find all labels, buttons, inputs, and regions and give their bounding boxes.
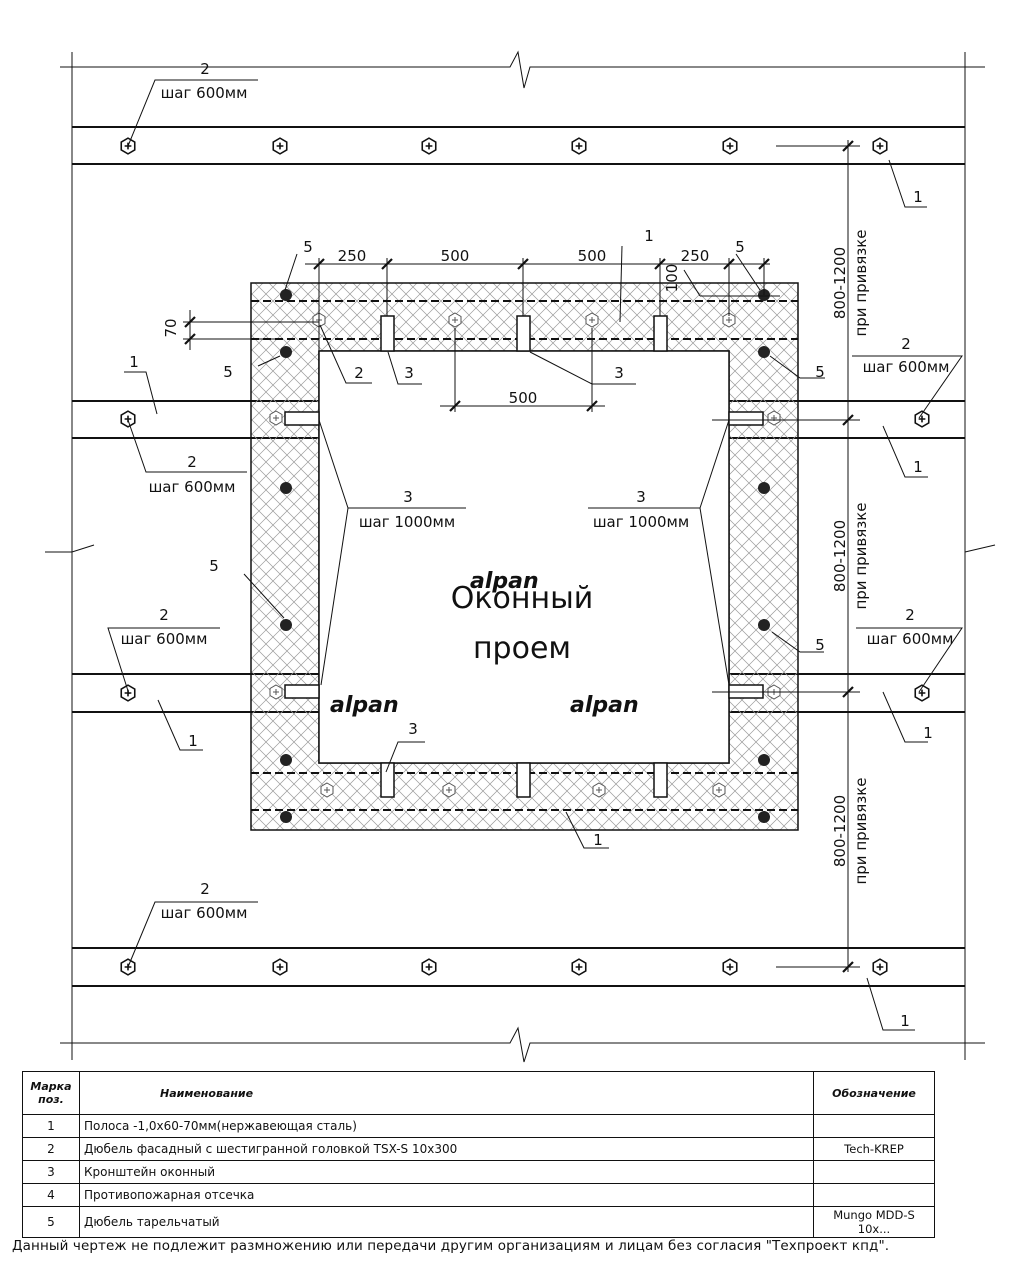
watermark-2: alpan — [330, 693, 399, 718]
row-name: Кронштейн оконный — [79, 1160, 814, 1184]
callout-pos5: 5 — [735, 238, 745, 256]
table-row: 3 Кронштейн оконный — [22, 1160, 935, 1184]
leader-lines — [107, 79, 963, 1031]
table-row: 2 Дюбель фасадный с шестигранной головко… — [22, 1137, 935, 1161]
row-mark: 1 — [22, 1114, 80, 1138]
span-note-1: при привязке — [852, 229, 870, 336]
dim-250-right: 250 — [681, 247, 710, 265]
callout-pos2: 2 — [200, 60, 210, 78]
steel-strip-bottom — [72, 947, 965, 987]
header-name: Наименование — [79, 1071, 814, 1115]
callout-pos3: 3 — [408, 720, 418, 738]
table-row: 5 Дюбель тарельчатый Mungo MDD-S 10x... — [22, 1206, 935, 1238]
window-opening — [318, 350, 730, 764]
callout-pos1: 1 — [644, 227, 654, 245]
dim-500-b: 500 — [578, 247, 607, 265]
row-designation: Tech-KREP — [813, 1137, 935, 1161]
callout-pos2: 2 — [187, 453, 197, 471]
row-designation — [813, 1160, 935, 1184]
callout-step600: шаг 600мм — [161, 904, 248, 922]
callout-pos5: 5 — [223, 363, 233, 381]
callout-pos2: 2 — [354, 364, 364, 382]
span-range-2: 800-1200 — [831, 520, 849, 592]
callout-pos3: 3 — [636, 488, 646, 506]
row-name: Противопожарная отсечка — [79, 1183, 814, 1207]
opening-label-line2: проем — [473, 631, 571, 666]
row-name: Дюбель тарельчатый — [79, 1206, 814, 1238]
callout-pos1: 1 — [913, 458, 923, 476]
dimension-lines — [183, 140, 860, 972]
wall-outline — [45, 50, 996, 1063]
callout-pos5: 5 — [815, 636, 825, 654]
callout-pos2: 2 — [159, 606, 169, 624]
dim-500-inner: 500 — [509, 389, 538, 407]
callout-step600: шаг 600мм — [161, 84, 248, 102]
callout-pos2: 2 — [905, 606, 915, 624]
row-mark: 4 — [22, 1183, 80, 1207]
barrier-strips — [251, 300, 798, 811]
header-mark: Марка поз. — [22, 1071, 80, 1115]
header-designation: Обозначение — [813, 1071, 935, 1115]
callouts: 2 шаг 600мм 1 1 2 шаг 600мм 1 2 шаг 600м… — [121, 60, 954, 1030]
dim-70: 70 — [162, 318, 180, 337]
footer-note: Данный чертеж не подлежит размножению ил… — [12, 1238, 890, 1254]
row-name: Полоса -1,0х60-70мм(нержавеющая сталь) — [79, 1114, 814, 1138]
callout-step1000: шаг 1000мм — [593, 513, 689, 531]
callout-pos2: 2 — [901, 335, 911, 353]
table-row: 4 Противопожарная отсечка — [22, 1183, 935, 1207]
callout-pos1: 1 — [593, 831, 603, 849]
plate-dowels — [280, 289, 770, 823]
row-mark: 3 — [22, 1160, 80, 1184]
facade-drawing: alpan alpan alpan Оконный проем 250 500 … — [45, 50, 996, 1063]
row-designation — [813, 1114, 935, 1138]
row-mark: 5 — [22, 1206, 80, 1238]
callout-pos3: 3 — [403, 488, 413, 506]
span-range-1: 800-1200 — [831, 247, 849, 319]
callout-pos1: 1 — [188, 732, 198, 750]
callout-step600: шаг 600мм — [867, 630, 954, 648]
watermark-3: alpan — [570, 693, 639, 718]
callout-pos2: 2 — [200, 880, 210, 898]
callout-pos5: 5 — [815, 363, 825, 381]
row-name: Дюбель фасадный с шестигранной головкой … — [79, 1137, 814, 1161]
opening-label-line1: Оконный — [451, 581, 594, 616]
row-mark: 2 — [22, 1137, 80, 1161]
callout-step600: шаг 600мм — [121, 630, 208, 648]
span-note-2: при привязке — [852, 502, 870, 609]
dim-500-a: 500 — [441, 247, 470, 265]
callout-step1000: шаг 1000мм — [359, 513, 455, 531]
table-header-row: Марка поз. Наименование Обозначение — [22, 1071, 935, 1115]
dimension-ticks — [184, 140, 854, 973]
steel-strip-top — [72, 126, 965, 165]
callout-pos5: 5 — [209, 557, 219, 575]
callout-step600: шаг 600мм — [149, 478, 236, 496]
callout-pos1: 1 — [913, 188, 923, 206]
dim-100: 100 — [663, 264, 681, 293]
row-designation: Mungo MDD-S 10x... — [813, 1206, 935, 1238]
window-brackets — [284, 315, 764, 798]
callout-pos3: 3 — [614, 364, 624, 382]
table-row: 1 Полоса -1,0х60-70мм(нержавеющая сталь) — [22, 1114, 935, 1138]
callout-pos1: 1 — [900, 1012, 910, 1030]
callout-pos1: 1 — [923, 724, 933, 742]
span-range-3: 800-1200 — [831, 795, 849, 867]
span-note-3: при привязке — [852, 777, 870, 884]
row-designation — [813, 1183, 935, 1207]
callout-step600: шаг 600мм — [863, 358, 950, 376]
dim-250-left: 250 — [338, 247, 367, 265]
watermark-1: alpan — [470, 569, 539, 594]
callout-pos3: 3 — [404, 364, 414, 382]
callout-pos5: 5 — [303, 238, 313, 256]
callout-pos1: 1 — [129, 353, 139, 371]
specification-table: Марка поз. Наименование Обозначение 1 По… — [22, 1071, 935, 1238]
